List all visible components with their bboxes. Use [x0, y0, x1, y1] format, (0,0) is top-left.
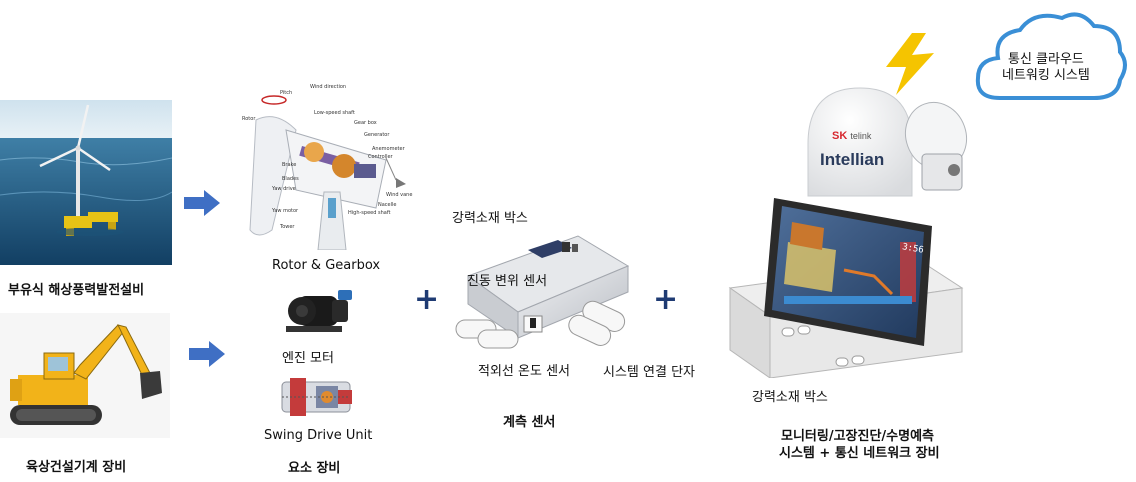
- cloud-icon: [970, 8, 1130, 108]
- diagram-part-label: Anemometer: [372, 146, 406, 152]
- diagram-part-label: Yaw motor: [271, 208, 299, 214]
- plus-icon: +: [414, 282, 440, 317]
- excavator-label: 육상건설기계 장비: [26, 460, 127, 475]
- intellian-brand: Intellian: [820, 150, 885, 169]
- sk-logo-text: SK: [832, 130, 848, 142]
- swing-drive-image: [276, 372, 356, 422]
- arrow-right-icon: [184, 190, 220, 216]
- diagram-part-label: High-speed shaft: [348, 210, 391, 216]
- sensor-box-label: 강력소재 박스: [452, 211, 528, 226]
- measurement-sensor-label: 계측 센서: [503, 415, 556, 430]
- monitor-box-label: 강력소재 박스: [752, 390, 828, 405]
- floating-wind-label: 부유식 해상풍력발전설비: [8, 283, 145, 298]
- element-equipment-label: 요소 장비: [288, 461, 341, 476]
- plus-icon: +: [653, 282, 679, 317]
- connector-label: 시스템 연결 단자: [603, 365, 695, 380]
- excavator-photo: [0, 313, 170, 438]
- diagram-part-label: Wind vane: [386, 192, 412, 198]
- diagram-part-label: Blades: [282, 176, 299, 182]
- diagram-part-label: Tower: [279, 224, 295, 230]
- telink-logo-text: telink: [850, 131, 872, 141]
- diagram-part-label: Controller: [368, 154, 394, 160]
- engine-motor-image: [276, 286, 356, 342]
- lightning-icon: [878, 33, 940, 95]
- monitor-box-image: [724, 192, 968, 379]
- cloud-label-line1: 통신 클라우드: [1008, 52, 1084, 67]
- diagram-part-label: Rotor: [242, 116, 256, 122]
- vibration-sensor-label: 진동 변위 센서: [467, 274, 548, 289]
- diagram-part-label: Nacelle: [378, 202, 396, 208]
- rotor-gearbox-diagram: Pitch Wind direction Rotor Low-speed sha…: [236, 80, 416, 251]
- diagram-part-label: Generator: [364, 132, 390, 138]
- diagram-part-label: Brake: [282, 162, 296, 168]
- diagram-part-label: Low-speed shaft: [314, 110, 355, 116]
- rotor-gearbox-label: Rotor & Gearbox: [272, 258, 381, 273]
- floating-wind-turbine-photo: [0, 100, 173, 265]
- diagram-part-label: Yaw drive: [271, 186, 296, 192]
- sk-brand: SK telink: [832, 130, 871, 142]
- diagram-part-label: Wind direction: [310, 84, 346, 90]
- monitor-system-label-line1: 모니터링/고장진단/수명예측: [781, 429, 935, 444]
- engine-motor-label: 엔진 모터: [282, 351, 334, 366]
- monitor-system-label-line2: 시스템 + 통신 네트워크 장비: [779, 446, 940, 461]
- arrow-right-icon: [189, 341, 225, 367]
- cloud-label-line2: 네트워킹 시스템: [1002, 68, 1090, 83]
- diagram-part-label: Gear box: [354, 120, 377, 126]
- swing-drive-label: Swing Drive Unit: [264, 428, 373, 443]
- sensor-box-image: [448, 226, 648, 356]
- satellite-antenna-image: [804, 84, 976, 200]
- diagram-part-label: Pitch: [280, 90, 292, 96]
- infrared-sensor-label: 적외선 온도 센서: [478, 364, 570, 379]
